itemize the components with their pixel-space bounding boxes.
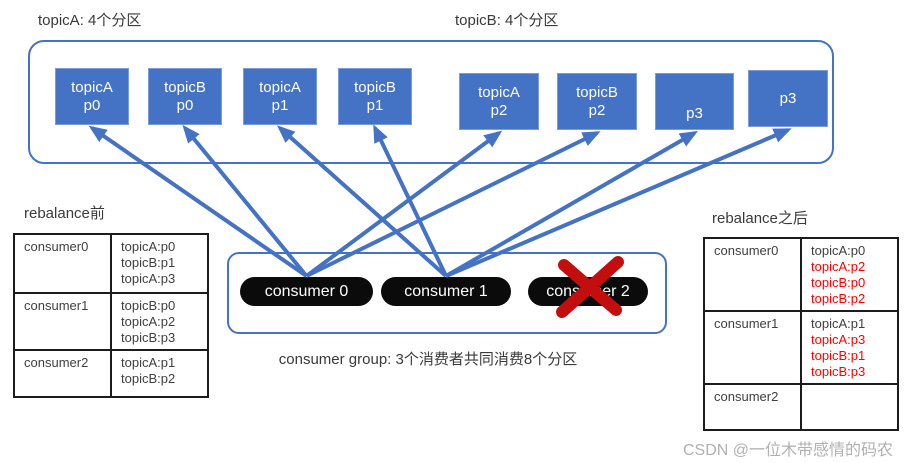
consumer-pill-label: consumer 2 xyxy=(546,282,630,300)
partition-assignment: topicA:p1 xyxy=(811,316,866,331)
partition-assignment: topicA:p1 xyxy=(121,355,176,370)
partition-box-label: p1 xyxy=(366,96,384,114)
partition-assignment: topicA:p0 xyxy=(811,243,866,258)
topicB-partition-count-label: topicB: 4个分区 xyxy=(455,12,559,29)
consumer-name-cell: consumer0 xyxy=(13,233,112,294)
partition-box-label: p3 xyxy=(779,89,797,107)
consumer-pill-2: consumer 2 xyxy=(528,277,648,306)
partition-assignment: topicA:p3 xyxy=(121,271,176,286)
partition-box-label: topicB xyxy=(164,78,206,96)
consumer-pill-0: consumer 0 xyxy=(240,277,373,306)
consumer-name-cell: consumer1 xyxy=(13,292,112,351)
partition-assignment-changed: topicB:p3 xyxy=(811,364,866,379)
topicA-partition-count-label: topicA: 4个分区 xyxy=(38,12,142,29)
partition-assignment: topicB:p1 xyxy=(121,255,176,270)
rebalance-after-title: rebalance之后 xyxy=(712,210,808,227)
table-row: consumer2 xyxy=(703,383,899,431)
partition-assignment: topicB:p0 xyxy=(121,298,176,313)
consumer-pill-label: consumer 1 xyxy=(404,282,488,300)
partition-box-label: p2 xyxy=(588,101,606,119)
consumer-group-caption: consumer group: 3个消费者共同消费8个分区 xyxy=(278,351,578,368)
partition-assignment-changed: topicB:p0 xyxy=(811,275,866,290)
partition-box-label: p0 xyxy=(176,96,194,114)
partition-box-topicA-p3: p3 xyxy=(655,73,734,130)
partition-assignment-changed: topicB:p2 xyxy=(811,291,866,306)
partition-box-label: p0 xyxy=(83,96,101,114)
partition-assignment: topicA:p0 xyxy=(121,239,176,254)
partition-box-topicB-p3: p3 xyxy=(748,70,828,127)
partition-assignment: topicA:p2 xyxy=(121,314,176,329)
partition-box-label: p3 xyxy=(686,104,703,122)
watermark: CSDN @一位木带感情的码农 xyxy=(682,442,893,459)
partition-box-label: topicB xyxy=(354,78,396,96)
partition-assignment: topicB:p2 xyxy=(121,371,176,386)
partition-box-label: p1 xyxy=(271,96,289,114)
partition-box-label: p2 xyxy=(490,101,508,119)
partition-assignment: topicB:p3 xyxy=(121,330,176,345)
partition-box-label: topicB xyxy=(576,83,618,101)
partition-box-label: topicA xyxy=(71,78,113,96)
consumer-pill-1: consumer 1 xyxy=(381,277,511,306)
consumer-name-cell: consumer2 xyxy=(13,349,112,398)
consumer-name-cell: consumer2 xyxy=(703,383,802,431)
consumer-name-cell: consumer0 xyxy=(703,237,802,312)
partition-assignment-changed: topicA:p3 xyxy=(811,332,866,347)
consumer-pill-label: consumer 0 xyxy=(264,282,349,300)
partition-assignment-changed: topicA:p2 xyxy=(811,259,866,274)
partition-list-cell xyxy=(800,383,899,431)
consumer-name-cell: consumer1 xyxy=(703,310,802,385)
partition-box-label: topicA xyxy=(259,78,301,96)
partition-assignment-changed: topicB:p1 xyxy=(811,348,866,363)
partition-box-label: topicA xyxy=(478,83,520,101)
rebalance-before-title: rebalance前 xyxy=(24,205,105,222)
